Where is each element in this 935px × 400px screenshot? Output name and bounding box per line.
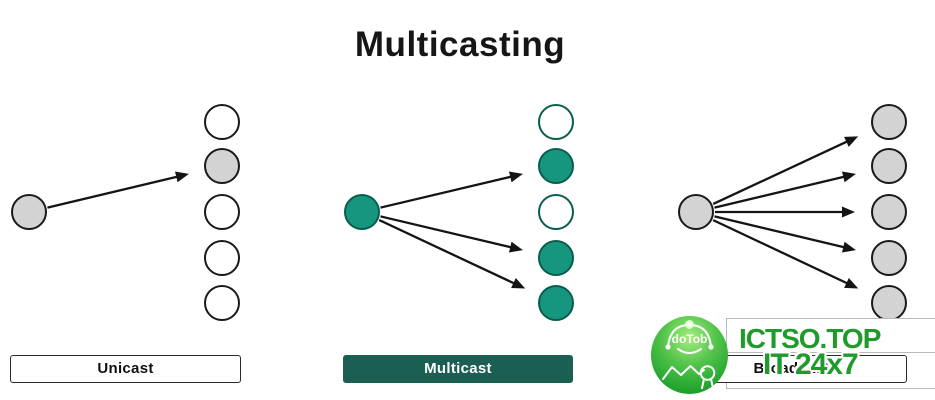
multicast-target-node-3 <box>537 193 575 231</box>
broadcast-target-node-2 <box>870 147 908 185</box>
unicast-target-node-4 <box>203 239 241 277</box>
arrow-line <box>47 175 180 209</box>
multicast-arrows <box>378 171 526 289</box>
unicast-target-node-1 <box>203 103 241 141</box>
arrow-line <box>712 139 850 206</box>
broadcast-target-node-1 <box>870 103 908 141</box>
unicast-label: Unicast <box>10 355 241 383</box>
watermark-line1: ICTSO.TOP <box>739 323 881 354</box>
multicast-target-node-5 <box>537 284 575 322</box>
arrow-head <box>511 278 526 289</box>
watermark-bar-top <box>726 318 935 353</box>
multicast-source-node <box>343 193 381 231</box>
arrow-head <box>175 171 189 183</box>
arrow-line <box>712 219 850 286</box>
glow-dot-icon <box>687 322 692 327</box>
broadcast-target-node-5 <box>870 284 908 322</box>
unicast-source-node <box>10 193 48 231</box>
multicast-target-node-2 <box>537 147 575 185</box>
medal-icon <box>699 365 716 381</box>
arrow-line <box>714 175 847 209</box>
arrow-line <box>714 215 847 249</box>
unicast-target-node-5 <box>203 284 241 322</box>
broadcast-arrows <box>712 136 859 289</box>
broadcast-target-node-4 <box>870 239 908 277</box>
broadcast-target-node-3 <box>870 193 908 231</box>
watermark-line2: IT 24x7 <box>763 348 859 381</box>
ear-dot-right-icon <box>708 344 714 350</box>
ear-dot-left-icon <box>665 344 671 350</box>
smile-arc-icon <box>677 348 702 354</box>
multicast-target-node-1 <box>537 103 575 141</box>
page-title: Multicasting <box>354 25 566 64</box>
arrow-line <box>380 175 514 209</box>
medal-ribbon-icon <box>701 378 714 389</box>
arrow-head <box>842 171 856 183</box>
multicast-target-node-4 <box>537 239 575 277</box>
mountains-icon <box>662 365 705 380</box>
multicast-label: Multicast <box>343 355 573 383</box>
arrow-head <box>842 206 855 218</box>
arrow-head <box>844 277 859 289</box>
broadcast-source-node <box>677 193 715 231</box>
arrow-line <box>380 215 514 249</box>
logo-text: doTob <box>672 332 708 346</box>
unicast-target-node-3 <box>203 193 241 231</box>
arrow-head <box>842 241 856 253</box>
arrow-head <box>844 136 859 147</box>
dotob-logo: doTob <box>651 316 728 394</box>
unicast-target-node-2 <box>203 147 241 185</box>
arrow-head <box>508 241 523 253</box>
arrow-line <box>378 219 517 286</box>
arrow-head <box>508 171 523 183</box>
unicast-arrows <box>47 171 189 209</box>
